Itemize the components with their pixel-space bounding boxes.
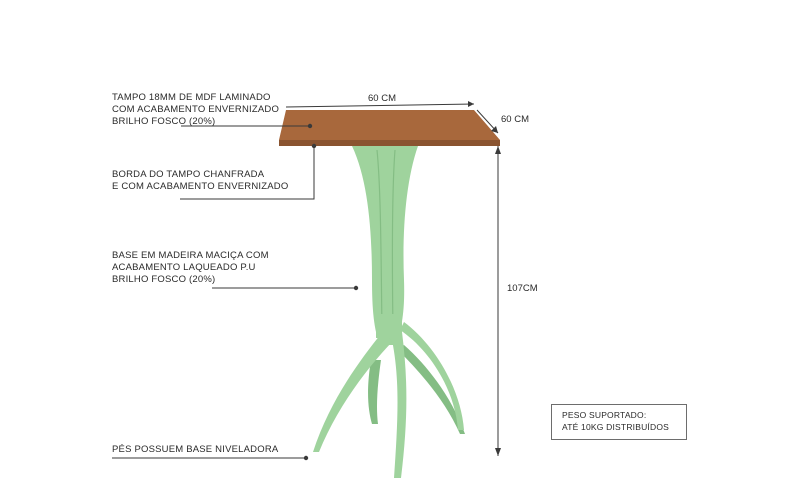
leader-base bbox=[212, 285, 359, 291]
dim-height bbox=[495, 146, 501, 456]
column-groove-left bbox=[376, 149, 383, 331]
dim-width bbox=[285, 101, 475, 108]
tampo-line-2: COM ACABAMENTO ENVERNIZADO bbox=[112, 104, 280, 115]
height-label: 107CM bbox=[507, 283, 538, 294]
leg-back-right bbox=[398, 345, 465, 434]
column-groove-right bbox=[391, 149, 396, 331]
leader-pes bbox=[112, 455, 309, 461]
central-column bbox=[352, 146, 418, 345]
leg-front-right bbox=[392, 332, 407, 478]
leader-borda bbox=[180, 143, 317, 200]
weight-line-1: PESO SUPORTADO: bbox=[562, 410, 647, 420]
weight-line-2: ATÉ 10KG DISTRIBUÍDOS bbox=[562, 422, 670, 432]
leg-side-right bbox=[400, 322, 464, 430]
weight-capacity-box: PESO SUPORTADO: ATÉ 10KG DISTRIBUÍDOS bbox=[551, 404, 687, 440]
table-base bbox=[313, 146, 465, 478]
base-line-3: BRILHO FOSCO (20%) bbox=[112, 274, 216, 285]
base-line-2: ACABAMENTO LAQUEADO P.U bbox=[112, 262, 256, 273]
tampo-line-1: TAMPO 18MM DE MDF LAMINADO bbox=[112, 92, 271, 103]
leg-back-left bbox=[368, 360, 381, 424]
depth-label: 60 CM bbox=[501, 114, 529, 125]
borda-line-1: BORDA DO TAMPO CHANFRADA bbox=[112, 169, 265, 180]
leader-tampo bbox=[181, 123, 313, 129]
pes-annotation: PÉS POSSUEM BASE NIVELADORA bbox=[112, 444, 279, 455]
column-collar bbox=[376, 314, 402, 338]
width-label: 60 CM bbox=[368, 93, 396, 104]
base-annotation: BASE EM MADEIRA MACIÇA COM ACABAMENTO LA… bbox=[112, 250, 269, 286]
leg-front-left bbox=[313, 330, 392, 452]
base-line-1: BASE EM MADEIRA MACIÇA COM bbox=[112, 250, 269, 261]
dim-depth bbox=[476, 109, 499, 134]
tampo-annotation: TAMPO 18MM DE MDF LAMINADO COM ACABAMENT… bbox=[112, 92, 279, 128]
tampo-line-3: BRILHO FOSCO (20%) bbox=[112, 116, 216, 127]
borda-line-2: E COM ACABAMENTO ENVERNIZADO bbox=[112, 181, 289, 192]
tabletop bbox=[279, 110, 500, 146]
tabletop-surface bbox=[279, 110, 500, 140]
tabletop-edge bbox=[279, 140, 500, 146]
borda-annotation: BORDA DO TAMPO CHANFRADA E COM ACABAMENT… bbox=[112, 169, 288, 193]
